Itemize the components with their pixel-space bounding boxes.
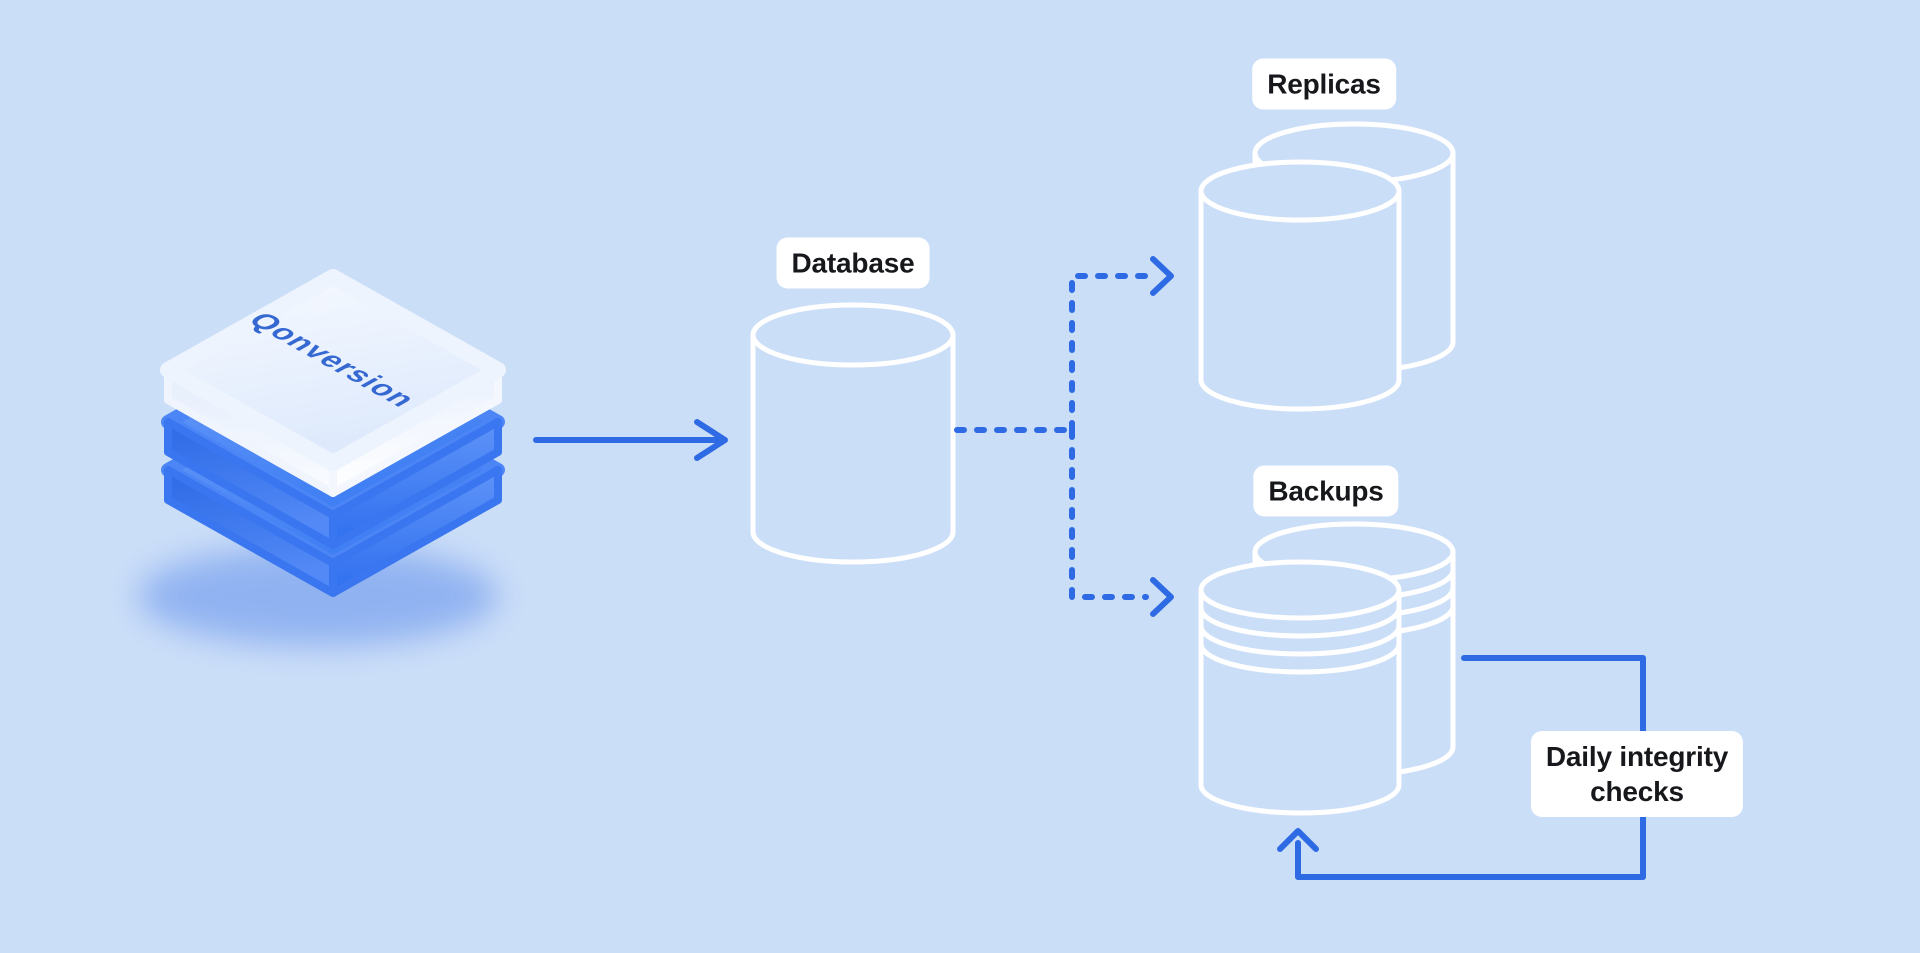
backups-label: Backups <box>1253 465 1399 517</box>
database-label: Database <box>776 237 930 289</box>
backup-cylinder-front <box>1198 559 1402 816</box>
arrowhead-up-icon <box>1277 828 1319 852</box>
arrow-logo-to-database <box>533 419 728 461</box>
replica-cylinder-front <box>1198 159 1402 412</box>
logo-shadow <box>138 546 498 646</box>
annotation-line-2: checks <box>1590 776 1684 807</box>
arrowhead-right-icon <box>1150 577 1174 617</box>
dashed-connector-to-backups <box>1069 427 1174 617</box>
database-cylinder <box>750 302 956 565</box>
replicas-cylinders <box>1198 121 1456 412</box>
qonversion-logo: Qonversion <box>138 269 506 646</box>
arrowhead-right-icon <box>1150 256 1174 296</box>
backups-cylinders <box>1198 521 1456 816</box>
daily-integrity-checks-label: Daily integrity checks <box>1530 731 1744 817</box>
replicas-label: Replicas <box>1252 58 1396 110</box>
logo-slab-top: Qonversion <box>160 269 506 497</box>
dashed-connector-to-replicas <box>1069 256 1174 433</box>
integrity-check-loop <box>1277 655 1646 880</box>
arrowhead-right-icon <box>694 419 728 461</box>
annotation-line-1: Daily integrity <box>1545 741 1729 772</box>
